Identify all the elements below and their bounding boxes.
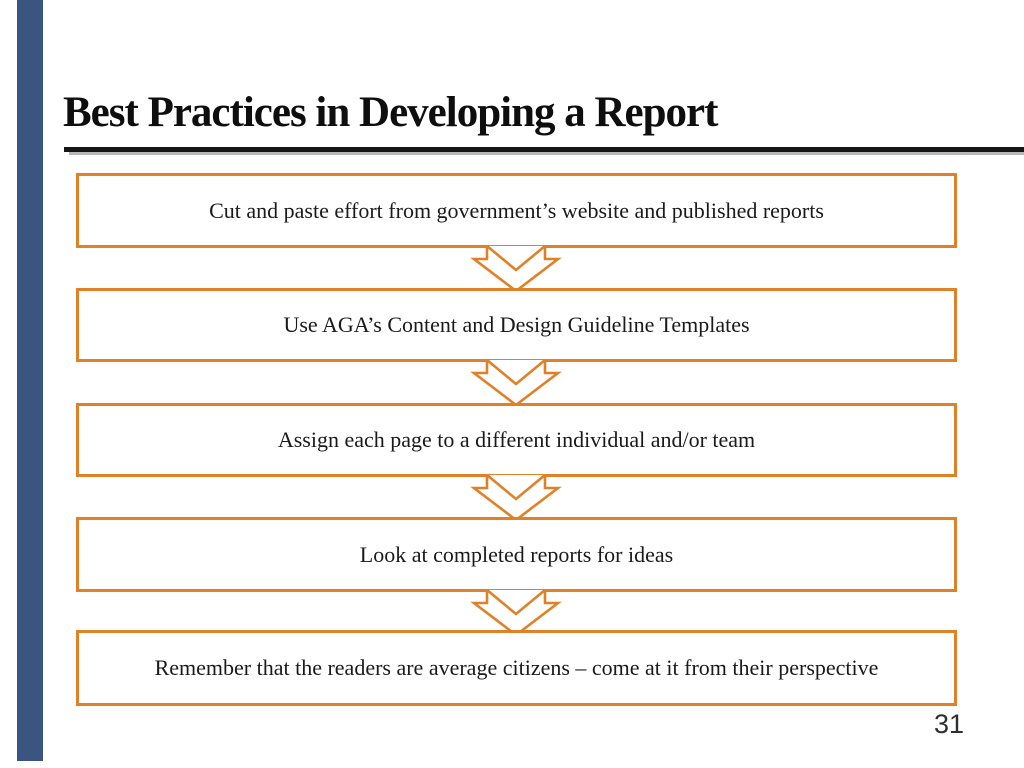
step-label-2: Use AGA’s Content and Design Guideline T… [283,312,750,338]
down-arrow-connector-1 [470,245,562,293]
step-label-5: Remember that the readers are average ci… [154,655,879,681]
page-title: Best Practices in Developing a Report [63,89,718,136]
title-underline-shadow [69,152,1024,155]
title-underline [64,147,1024,152]
step-label-1: Cut and paste effort from government’s w… [209,197,824,223]
step-label-4: Look at completed reports for ideas [359,541,674,567]
down-arrow-connector-3 [470,474,562,522]
page-number: 31 [933,709,964,739]
step-label-3: Assign each page to a different individu… [277,427,756,453]
step-box-4: Look at completed reports for ideas [76,517,957,592]
step-box-5: Remember that the readers are average ci… [76,630,957,706]
step-box-3: Assign each page to a different individu… [76,403,957,477]
step-box-2: Use AGA’s Content and Design Guideline T… [76,288,957,362]
step-box-1: Cut and paste effort from government’s w… [76,173,957,248]
left-accent-bar [17,0,43,761]
down-arrow-connector-2 [470,359,562,407]
